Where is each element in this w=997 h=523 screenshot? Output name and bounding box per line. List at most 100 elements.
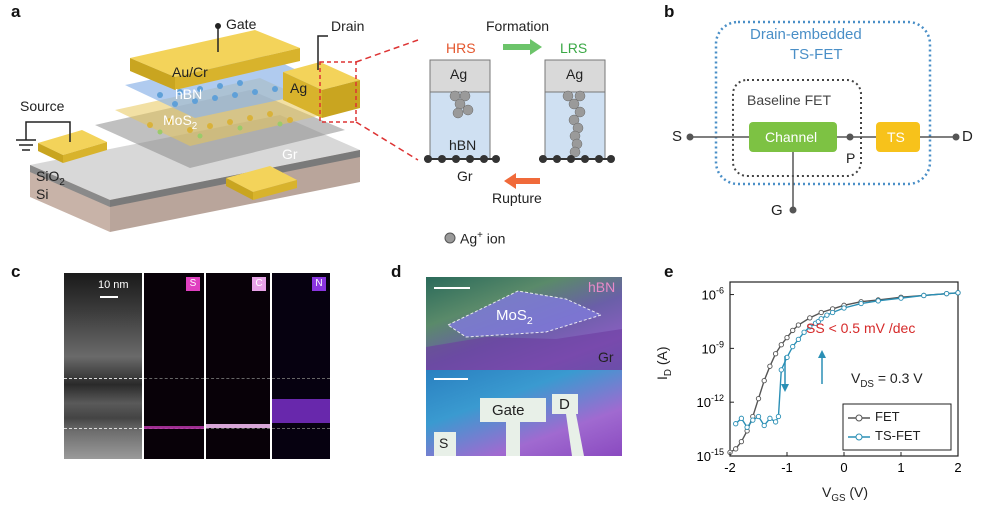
data-point-1-11 bbox=[790, 343, 796, 350]
data-point-1-23 bbox=[898, 295, 904, 301]
data-point-1-18 bbox=[824, 312, 830, 318]
data-point-0-7 bbox=[767, 363, 773, 369]
mos2-label: MoS2 bbox=[163, 112, 198, 132]
hrs-label: HRS bbox=[446, 40, 476, 56]
data-point-1-21 bbox=[858, 300, 864, 307]
s-terminal: S bbox=[672, 128, 683, 145]
data-point-1-19 bbox=[829, 309, 836, 316]
mos2-label-d: MoS2 bbox=[496, 307, 533, 327]
ag-ion-marker bbox=[444, 232, 456, 244]
g-terminal: G bbox=[771, 202, 783, 219]
s-label-d: S bbox=[439, 435, 449, 451]
ag-ion-legend: Ag+ ion bbox=[460, 230, 506, 247]
y-tick-label-3: 10-15 bbox=[697, 447, 724, 464]
data-point-1-7 bbox=[772, 419, 779, 425]
data-point-1-8 bbox=[775, 413, 782, 420]
data-point-1-13 bbox=[801, 329, 807, 335]
lrs-ag-filament bbox=[562, 90, 586, 158]
data-point-1-9 bbox=[778, 367, 784, 373]
sio2-left-face bbox=[30, 165, 110, 207]
data-point-1-3 bbox=[750, 417, 756, 423]
hrs-ag-electrode bbox=[429, 59, 491, 93]
si-label: Si bbox=[36, 186, 49, 202]
si-front-face bbox=[110, 150, 360, 232]
legend-fet: FET bbox=[875, 409, 900, 424]
channel-label: Channel bbox=[765, 129, 818, 145]
hrs-graphene bbox=[424, 155, 500, 163]
gr-label-d: Gr bbox=[598, 349, 614, 365]
ag-inset-left: Ag bbox=[450, 66, 468, 82]
hbn-label: hBN bbox=[175, 86, 203, 102]
legend-box bbox=[842, 403, 952, 451]
data-point-1-1 bbox=[738, 415, 745, 421]
source-label: Source bbox=[20, 98, 65, 114]
sio2-label: SiO2 bbox=[36, 168, 65, 188]
eds-map-s: S bbox=[144, 273, 204, 459]
gate-label-d: Gate bbox=[492, 402, 525, 419]
tem-image: 10 nm bbox=[64, 273, 142, 459]
data-point-1-4 bbox=[755, 413, 762, 420]
n-badge: N bbox=[312, 277, 326, 291]
data-point-1-14 bbox=[807, 324, 813, 330]
rupture-label: Rupture bbox=[492, 190, 542, 206]
panel-label-b: b bbox=[664, 2, 675, 21]
data-point-0-10 bbox=[784, 334, 790, 341]
data-point-1-25 bbox=[943, 291, 950, 297]
data-point-1-20 bbox=[841, 305, 847, 311]
x-tick-label-0: -2 bbox=[724, 460, 736, 475]
scale-bar-bottom bbox=[434, 378, 468, 380]
formation-label: Formation bbox=[486, 18, 550, 34]
hbn-inset-label: hBN bbox=[449, 137, 477, 153]
panel-label-e: e bbox=[664, 262, 674, 281]
data-point-0-9 bbox=[778, 342, 784, 348]
baseline-fet-label: Baseline FET bbox=[747, 92, 832, 108]
data-point-1-17 bbox=[818, 316, 824, 322]
ts-fet-title-2: TS-FET bbox=[790, 46, 843, 63]
formation-arrow bbox=[503, 39, 542, 55]
hbn-layer bbox=[125, 55, 335, 118]
data-point-0-2 bbox=[738, 438, 745, 445]
x-tick-label-3: 1 bbox=[897, 460, 904, 475]
c-badge: C bbox=[252, 277, 266, 291]
data-point-0-5 bbox=[755, 395, 762, 402]
panel-label-c: c bbox=[11, 262, 21, 281]
data-point-0-14 bbox=[818, 309, 824, 316]
rupture-arrow bbox=[504, 173, 540, 189]
data-point-1-2 bbox=[744, 424, 750, 430]
lrs-graphene bbox=[539, 155, 615, 163]
data-point-1-22 bbox=[875, 298, 881, 304]
ts-label: TS bbox=[887, 129, 905, 145]
p-node: P bbox=[846, 150, 856, 166]
d-label-d: D bbox=[559, 396, 570, 413]
scale-bar-top bbox=[434, 287, 470, 289]
panel-label-a: a bbox=[11, 2, 21, 21]
optical-image-bottom: Gate D S bbox=[426, 370, 622, 456]
scale-label: 10 nm bbox=[98, 279, 129, 291]
lrs-label: LRS bbox=[560, 40, 588, 56]
y-tick-label-1: 10-9 bbox=[702, 339, 724, 356]
legend-ts-fet: TS-FET bbox=[875, 428, 921, 443]
data-point-1-5 bbox=[761, 422, 767, 429]
channel-box bbox=[749, 122, 837, 152]
data-point-0-11 bbox=[790, 327, 796, 334]
ag-label: Ag bbox=[290, 80, 308, 96]
scale-bar bbox=[100, 296, 118, 298]
y-tick-label-0: 10-6 bbox=[702, 286, 724, 303]
ts-fet-title-1: Drain-embedded bbox=[750, 26, 862, 43]
gate-label: Gate bbox=[226, 16, 257, 32]
x-tick-label-1: -1 bbox=[781, 460, 793, 475]
x-axis-label: VGS (V) bbox=[822, 484, 869, 504]
eds-map-n: N bbox=[272, 273, 330, 459]
ag-inset-right: Ag bbox=[566, 66, 584, 82]
au-cr-label: Au/Cr bbox=[172, 64, 208, 80]
data-point-1-26 bbox=[955, 290, 961, 296]
ts-box bbox=[876, 122, 920, 152]
y-tick-label-2: 10-12 bbox=[697, 393, 724, 410]
gr-label: Gr bbox=[282, 146, 298, 162]
gate-pad-top bbox=[130, 30, 300, 77]
si-left-face bbox=[30, 165, 110, 232]
d-terminal: D bbox=[962, 128, 973, 145]
optical-image-top: hBN MoS2 Gr bbox=[426, 277, 622, 370]
